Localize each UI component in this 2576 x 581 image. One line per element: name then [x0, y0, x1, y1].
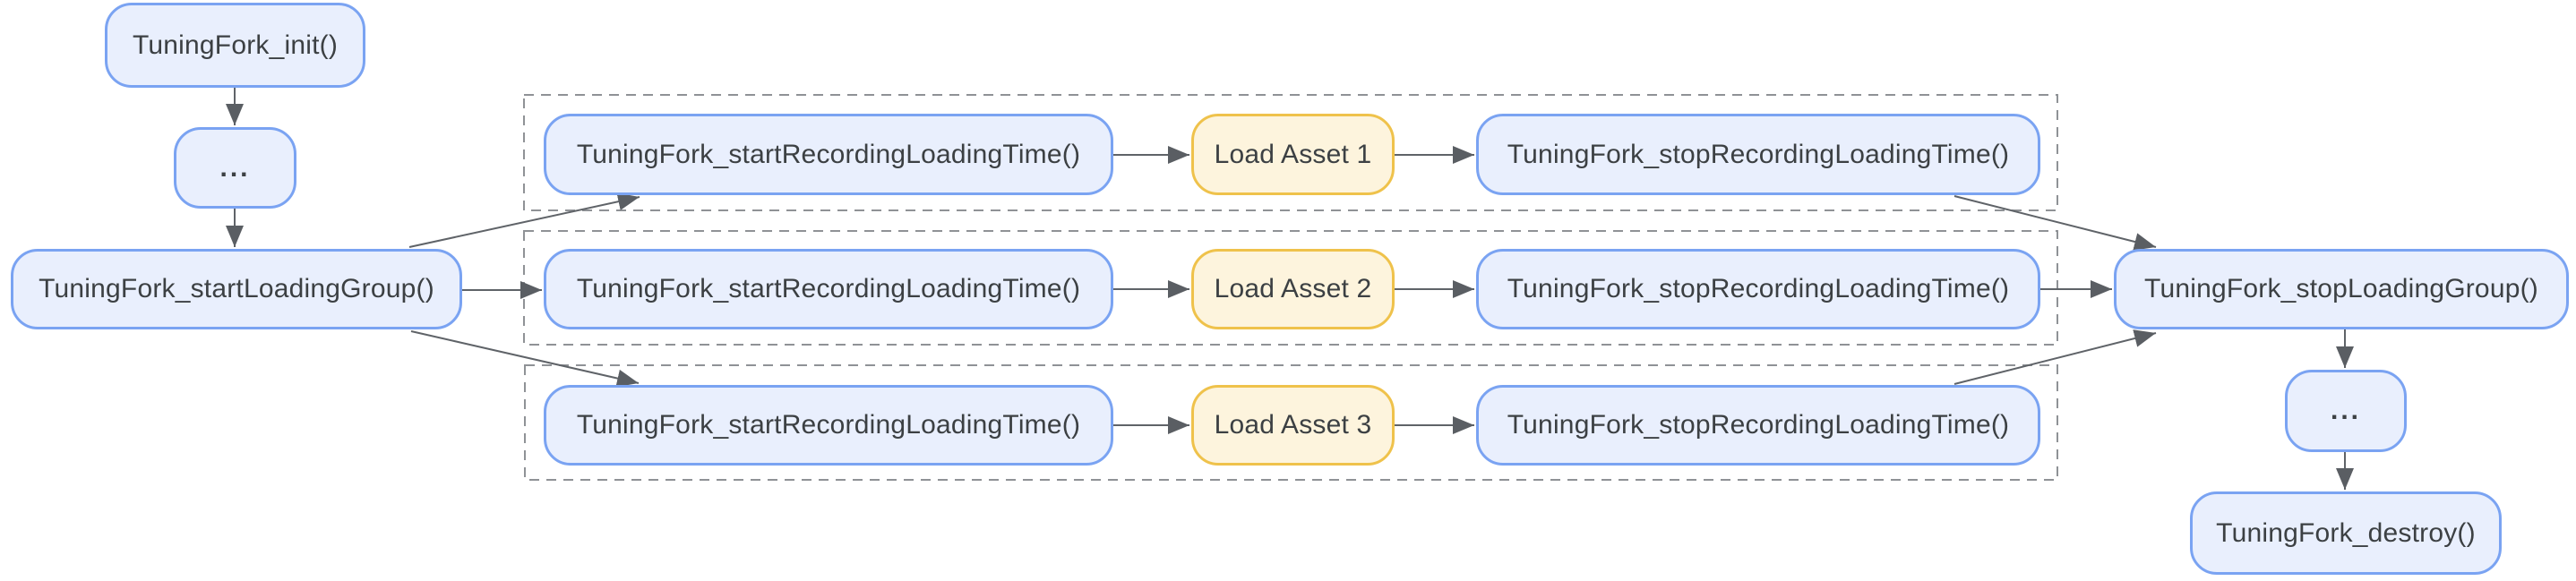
node-row3-start-recording: TuningFork_startRecordingLoadingTime() [544, 385, 1113, 466]
node-tuningfork-destroy: TuningFork_destroy() [2190, 491, 2502, 575]
node-row1-load-asset: Load Asset 1 [1191, 114, 1395, 195]
arrow-row3-to-stop-group [1953, 329, 2157, 385]
node-stop-loading-group: TuningFork_stopLoadingGroup() [2114, 249, 2569, 329]
dashed-group-row3 [524, 364, 2058, 481]
node-row1-stop-recording: TuningFork_stopRecordingLoadingTime() [1476, 114, 2040, 195]
node-start-loading-group: TuningFork_startLoadingGroup() [11, 249, 462, 329]
arrow-row1-to-stop-group [1953, 195, 2157, 251]
node-tuningfork-init: TuningFork_init() [105, 3, 365, 88]
arrow-start-group-to-row1 [408, 192, 640, 248]
node-ellipsis-left: ... [174, 127, 296, 209]
node-row3-load-asset: Load Asset 3 [1191, 385, 1395, 466]
arrow-start-group-to-row3 [410, 330, 640, 388]
node-row1-start-recording: TuningFork_startRecordingLoadingTime() [544, 114, 1113, 195]
node-row2-start-recording: TuningFork_startRecordingLoadingTime() [544, 249, 1113, 329]
node-row2-load-asset: Load Asset 2 [1191, 249, 1395, 329]
node-row2-stop-recording: TuningFork_stopRecordingLoadingTime() [1476, 249, 2040, 329]
node-row3-stop-recording: TuningFork_stopRecordingLoadingTime() [1476, 385, 2040, 466]
dashed-group-row1 [523, 94, 2058, 211]
node-ellipsis-right: ... [2285, 370, 2407, 452]
